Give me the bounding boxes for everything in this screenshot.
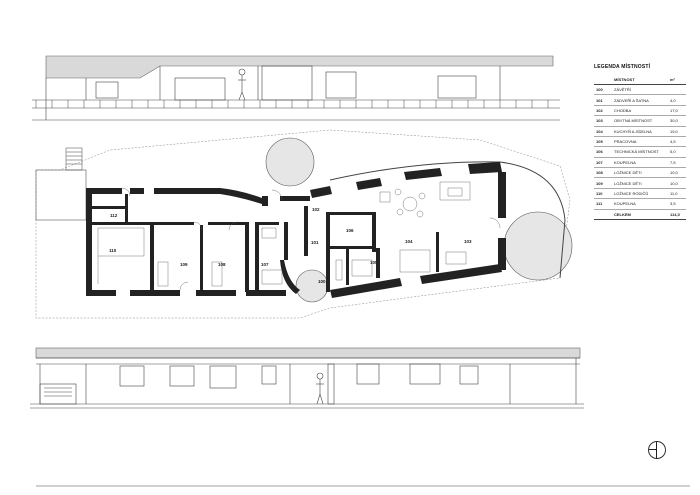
legend-area: 5,0: [668, 146, 686, 158]
legend-title: LEGENDA MÍSTNOSTÍ: [594, 64, 651, 70]
legend-num: 109: [594, 177, 612, 189]
legend-area: 19,0: [668, 126, 686, 137]
legend-num: 108: [594, 167, 612, 179]
legend-header-num: [594, 75, 612, 85]
room-label-109: 109: [180, 262, 188, 267]
legend-room-name: OBYTNÁ MÍSTNOST: [612, 115, 668, 127]
legend-room-name: KOUPELNA: [612, 198, 668, 210]
legend-header-row: MÍSTNOST m²: [594, 75, 686, 85]
legend-num: 111: [594, 198, 612, 210]
legend-num: 104: [594, 126, 612, 137]
room-label-108: 108: [218, 262, 226, 267]
room-label-101: 101: [311, 240, 319, 245]
legend-num: 101: [594, 94, 612, 106]
legend-area: 30,0: [668, 115, 686, 127]
legend-num: 105: [594, 136, 612, 148]
legend-area: 10,0: [668, 177, 686, 189]
legend-area: 11,0: [668, 188, 686, 200]
legend-num: 103: [594, 115, 612, 127]
top-elevation: [32, 55, 560, 121]
room-label-110: 110: [109, 248, 117, 253]
room-label-106: 106: [346, 228, 354, 233]
legend-room-name: LOŽNICE DĚTI: [612, 177, 668, 189]
legend-room-name: LOŽNICE RODIČŮ: [612, 188, 668, 200]
room-label-105: 105: [370, 260, 378, 265]
legend-area: 7,5: [668, 157, 686, 169]
stairs: [65, 147, 83, 171]
legend-room-name: TECHNICKÁ MÍSTNOST: [612, 146, 668, 158]
legend-header-room: MÍSTNOST: [612, 75, 668, 85]
legend-total-area: 114,0: [668, 209, 686, 220]
north-arrow-icon: [648, 441, 666, 459]
room-label-112: 112: [110, 213, 118, 218]
room-label-100: 100: [318, 279, 326, 284]
room-label-104: 104: [405, 239, 413, 244]
room-label-107: 107: [261, 262, 269, 267]
legend-area: 3,5: [668, 198, 686, 210]
legend-num: 106: [594, 146, 612, 158]
legend-area: 17,0: [668, 105, 686, 117]
room-label-102: 102: [312, 207, 320, 212]
furniture: [97, 181, 501, 291]
legend-room-name: PRACOVNA: [612, 136, 668, 148]
legend-area: 10,0: [668, 167, 686, 179]
legend-area: 4,5: [668, 136, 686, 148]
legend-room-name: LOŽNICE DĚTI: [612, 167, 668, 179]
floor-plan: 112 110 109 108 107 102 101 100 106 105 …: [35, 129, 573, 319]
legend-total-label: CELKEM: [612, 209, 668, 220]
bottom-elevation: [30, 347, 584, 409]
legend-room-name: KOUPELNA: [612, 157, 668, 169]
legend-num: 110: [594, 188, 612, 200]
legend-room-name: KUCHYŇ A JÍDELNA: [612, 126, 668, 137]
legend-num: 102: [594, 105, 612, 117]
legend-area: 4,0: [668, 94, 686, 106]
legend-num: 107: [594, 157, 612, 169]
room-label-103: 103: [464, 239, 472, 244]
legend-room-name: CHODBA: [612, 105, 668, 117]
legend-header-unit: m²: [668, 75, 686, 85]
legend-room-name: ZÁVĚTŘÍ: [612, 84, 668, 96]
legend-room-name: ZÁDVEŘÍ A ŠATNA: [612, 94, 668, 106]
legend-num: 100: [594, 84, 612, 96]
legend-area: [668, 84, 686, 96]
room-labels: 112 110 109 108 107 102 101 100 106 105 …: [109, 207, 472, 284]
